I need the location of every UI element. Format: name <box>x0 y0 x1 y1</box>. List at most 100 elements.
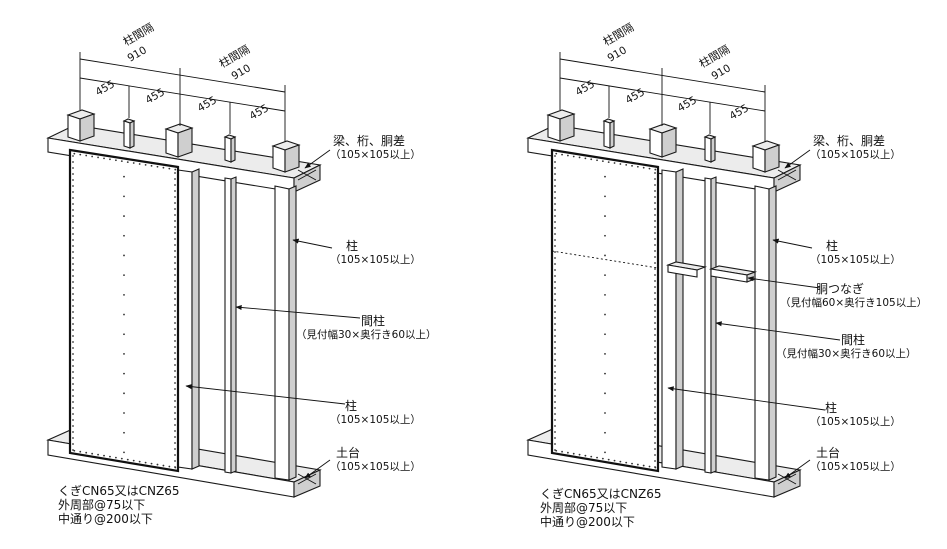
nail-dot <box>174 214 176 216</box>
nail-dot <box>554 251 556 253</box>
nail-dot <box>654 226 656 228</box>
nail-dot <box>72 407 74 409</box>
nail-dot <box>584 157 587 160</box>
nail-dot <box>123 333 125 336</box>
post-left-label-right: 柱 <box>825 400 837 415</box>
nail-dot <box>654 202 656 204</box>
nail-type-right: くぎCN65又はCNZ65 <box>540 487 661 501</box>
nail-dot <box>654 220 656 222</box>
nail-dot <box>654 208 656 210</box>
nail-type-left: くぎCN65又はCNZ65 <box>58 484 179 498</box>
nail-dot <box>554 167 556 169</box>
nail-dot <box>123 451 125 454</box>
nail-dot <box>554 269 556 271</box>
nail-dot <box>554 395 556 397</box>
nail-dot <box>590 158 593 161</box>
nail-dot <box>109 158 111 161</box>
nail-dot <box>174 208 176 210</box>
nail-dot <box>174 268 176 270</box>
post-right-size-right: （105×105以上） <box>810 254 901 266</box>
nail-dot <box>554 299 556 301</box>
nail-dot <box>174 370 176 372</box>
nail-dot <box>554 431 556 433</box>
callout-arrows-right <box>667 149 841 479</box>
nail-dot <box>554 239 556 241</box>
nail-dot <box>72 185 74 187</box>
nail-dot <box>648 167 651 170</box>
nail-dot <box>596 456 598 459</box>
nail-dot <box>174 430 176 432</box>
nail-dot <box>72 347 74 349</box>
nail-dot <box>174 376 176 378</box>
nail-dot <box>156 165 159 168</box>
nail-dot <box>123 254 125 257</box>
nail-dot <box>174 172 176 174</box>
nail-dot <box>654 280 656 282</box>
nail-dot <box>654 292 656 294</box>
nail-dot <box>123 392 125 395</box>
nail-dot <box>144 461 147 464</box>
callouts-right: 梁、桁、胴差 （105×105以上） 柱 （105×105以上） 胴つなぎ （見… <box>776 133 927 473</box>
nail-dot <box>103 157 105 160</box>
nail-dot <box>123 372 125 375</box>
panel-left <box>68 148 180 473</box>
nail-dot <box>554 161 556 163</box>
nail-dot <box>123 293 125 296</box>
nail-dot <box>115 159 117 162</box>
nail-dot <box>91 155 94 158</box>
post-left-label-left: 柱 <box>345 398 357 413</box>
nail-dot <box>654 406 656 408</box>
nail-dot <box>72 155 74 157</box>
nail-dot <box>604 254 606 257</box>
nail-dot <box>554 365 556 367</box>
nail-dot <box>654 436 656 438</box>
half-value-right-1: 455 <box>574 78 597 98</box>
nail-dot <box>654 274 656 276</box>
nailing-note-right: くぎCN65又はCNZ65 外周部@75以下 中通り@200以下 <box>540 487 661 529</box>
nail-dot <box>642 464 645 467</box>
nail-dot <box>554 329 556 331</box>
nail-dot <box>174 316 176 318</box>
nail-dot <box>554 317 556 319</box>
nail-dot <box>126 161 129 163</box>
spacing-value-right-2: 910 <box>710 62 733 82</box>
nail-dot <box>654 394 656 396</box>
nail-dot <box>654 466 657 469</box>
callout-arrows-left <box>185 149 361 479</box>
post-left-size-left: （105×105以上） <box>330 414 421 426</box>
nail-dot <box>174 448 176 450</box>
nail-dot <box>654 232 656 234</box>
nail-dot <box>72 425 74 427</box>
nail-dot <box>72 191 74 193</box>
nail-dot <box>72 257 74 259</box>
nail-dot <box>72 431 74 433</box>
nail-dot <box>174 244 176 246</box>
nail-field-left: 中通り@200以下 <box>58 511 153 526</box>
nail-dot <box>72 287 74 289</box>
nail-dot <box>174 238 176 240</box>
nail-dot <box>174 442 176 444</box>
nail-dot <box>654 340 656 342</box>
nail-dot <box>590 455 593 458</box>
post-left-size-right: （105×105以上） <box>810 416 901 428</box>
nail-dot <box>604 412 606 414</box>
nail-dot <box>72 341 74 343</box>
nail-dot <box>123 353 125 355</box>
nail-dot <box>85 451 88 454</box>
nail-dot <box>654 268 656 270</box>
nail-dot <box>654 328 656 330</box>
nail-dot <box>604 333 606 336</box>
nail-dot <box>138 460 141 463</box>
nail-dot <box>654 334 656 336</box>
nail-perimeter-right: 外周部@75以下 <box>540 500 627 515</box>
nail-dot <box>72 317 74 319</box>
nail-dot <box>554 443 556 445</box>
nail-dot <box>554 257 556 259</box>
nail-dot <box>79 450 82 453</box>
nail-dot <box>85 154 88 157</box>
nail-dot <box>174 358 176 360</box>
nail-dot <box>613 459 616 462</box>
nail-dot <box>567 451 569 454</box>
nail-dot <box>72 443 74 445</box>
